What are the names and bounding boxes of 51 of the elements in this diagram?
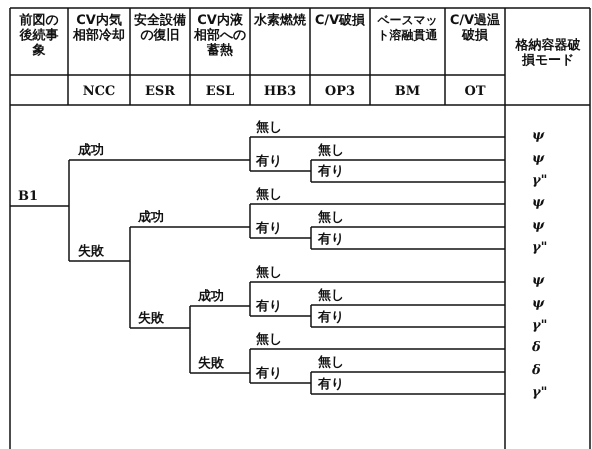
branch-label: 無し [318, 355, 344, 370]
column-heading: 前図の後続事象 [18, 13, 60, 58]
failure-mode-label: ψ [532, 296, 544, 311]
heading-code: ESR [144, 84, 176, 99]
heading-code: BM [394, 84, 422, 99]
failure-mode-label: δ [532, 340, 541, 355]
branch-label: 無し [256, 265, 282, 280]
heading-code: ESL [204, 84, 236, 99]
branch-label: 無し [318, 210, 344, 225]
failure-mode-label: γ" [532, 318, 548, 333]
branch-label: 失敗 [138, 311, 164, 326]
branch-label: 無し [318, 288, 344, 303]
branch-label: 有り [256, 154, 282, 169]
column-heading: ベースマット溶融貫通 [376, 13, 438, 43]
column-heading: 安全設備の復旧 [134, 13, 186, 43]
branch-label: 成功 [138, 210, 164, 225]
branch-label: 無し [256, 120, 282, 135]
heading-code: HB3 [262, 84, 298, 99]
column-heading: CV内気相部冷却 [72, 13, 126, 43]
failure-mode-label: ψ [532, 273, 544, 288]
branch-label: 成功 [78, 143, 104, 158]
branch-label: 有り [318, 310, 344, 325]
failure-mode-label: ψ [532, 151, 544, 166]
failure-mode-label: γ" [532, 173, 548, 188]
heading-code: OP3 [324, 84, 356, 99]
branch-label: 有り [256, 299, 282, 314]
branch-label: 失敗 [198, 356, 224, 371]
failure-mode-label: δ [532, 363, 541, 378]
branch-label: 失敗 [78, 244, 104, 259]
failure-mode-label: γ" [532, 240, 548, 255]
branch-label: 有り [318, 232, 344, 247]
branch-label: 成功 [198, 289, 224, 304]
branch-label: 有り [256, 366, 282, 381]
branch-label: 有り [318, 377, 344, 392]
heading-code: NCC [82, 84, 116, 99]
column-heading: 水素燃焼 [254, 13, 306, 28]
branch-label: 有り [318, 164, 344, 179]
column-heading: C/V過温破損 [449, 13, 501, 43]
branch-label: 無し [256, 332, 282, 347]
failure-mode-label: γ" [532, 385, 548, 400]
column-heading: CV内液相部への蓄熱 [194, 13, 246, 58]
heading-code: OT [464, 84, 486, 99]
branch-label: 有り [256, 221, 282, 236]
branch-label: 無し [318, 143, 344, 158]
column-heading: C/V破損 [314, 13, 366, 28]
column-heading: 格納容器破損モード [514, 38, 582, 68]
failure-mode-label: ψ [532, 128, 544, 143]
branch-label: 無し [256, 187, 282, 202]
initiating-event-label: B1 [18, 189, 38, 204]
failure-mode-label: ψ [532, 195, 544, 210]
failure-mode-label: ψ [532, 218, 544, 233]
